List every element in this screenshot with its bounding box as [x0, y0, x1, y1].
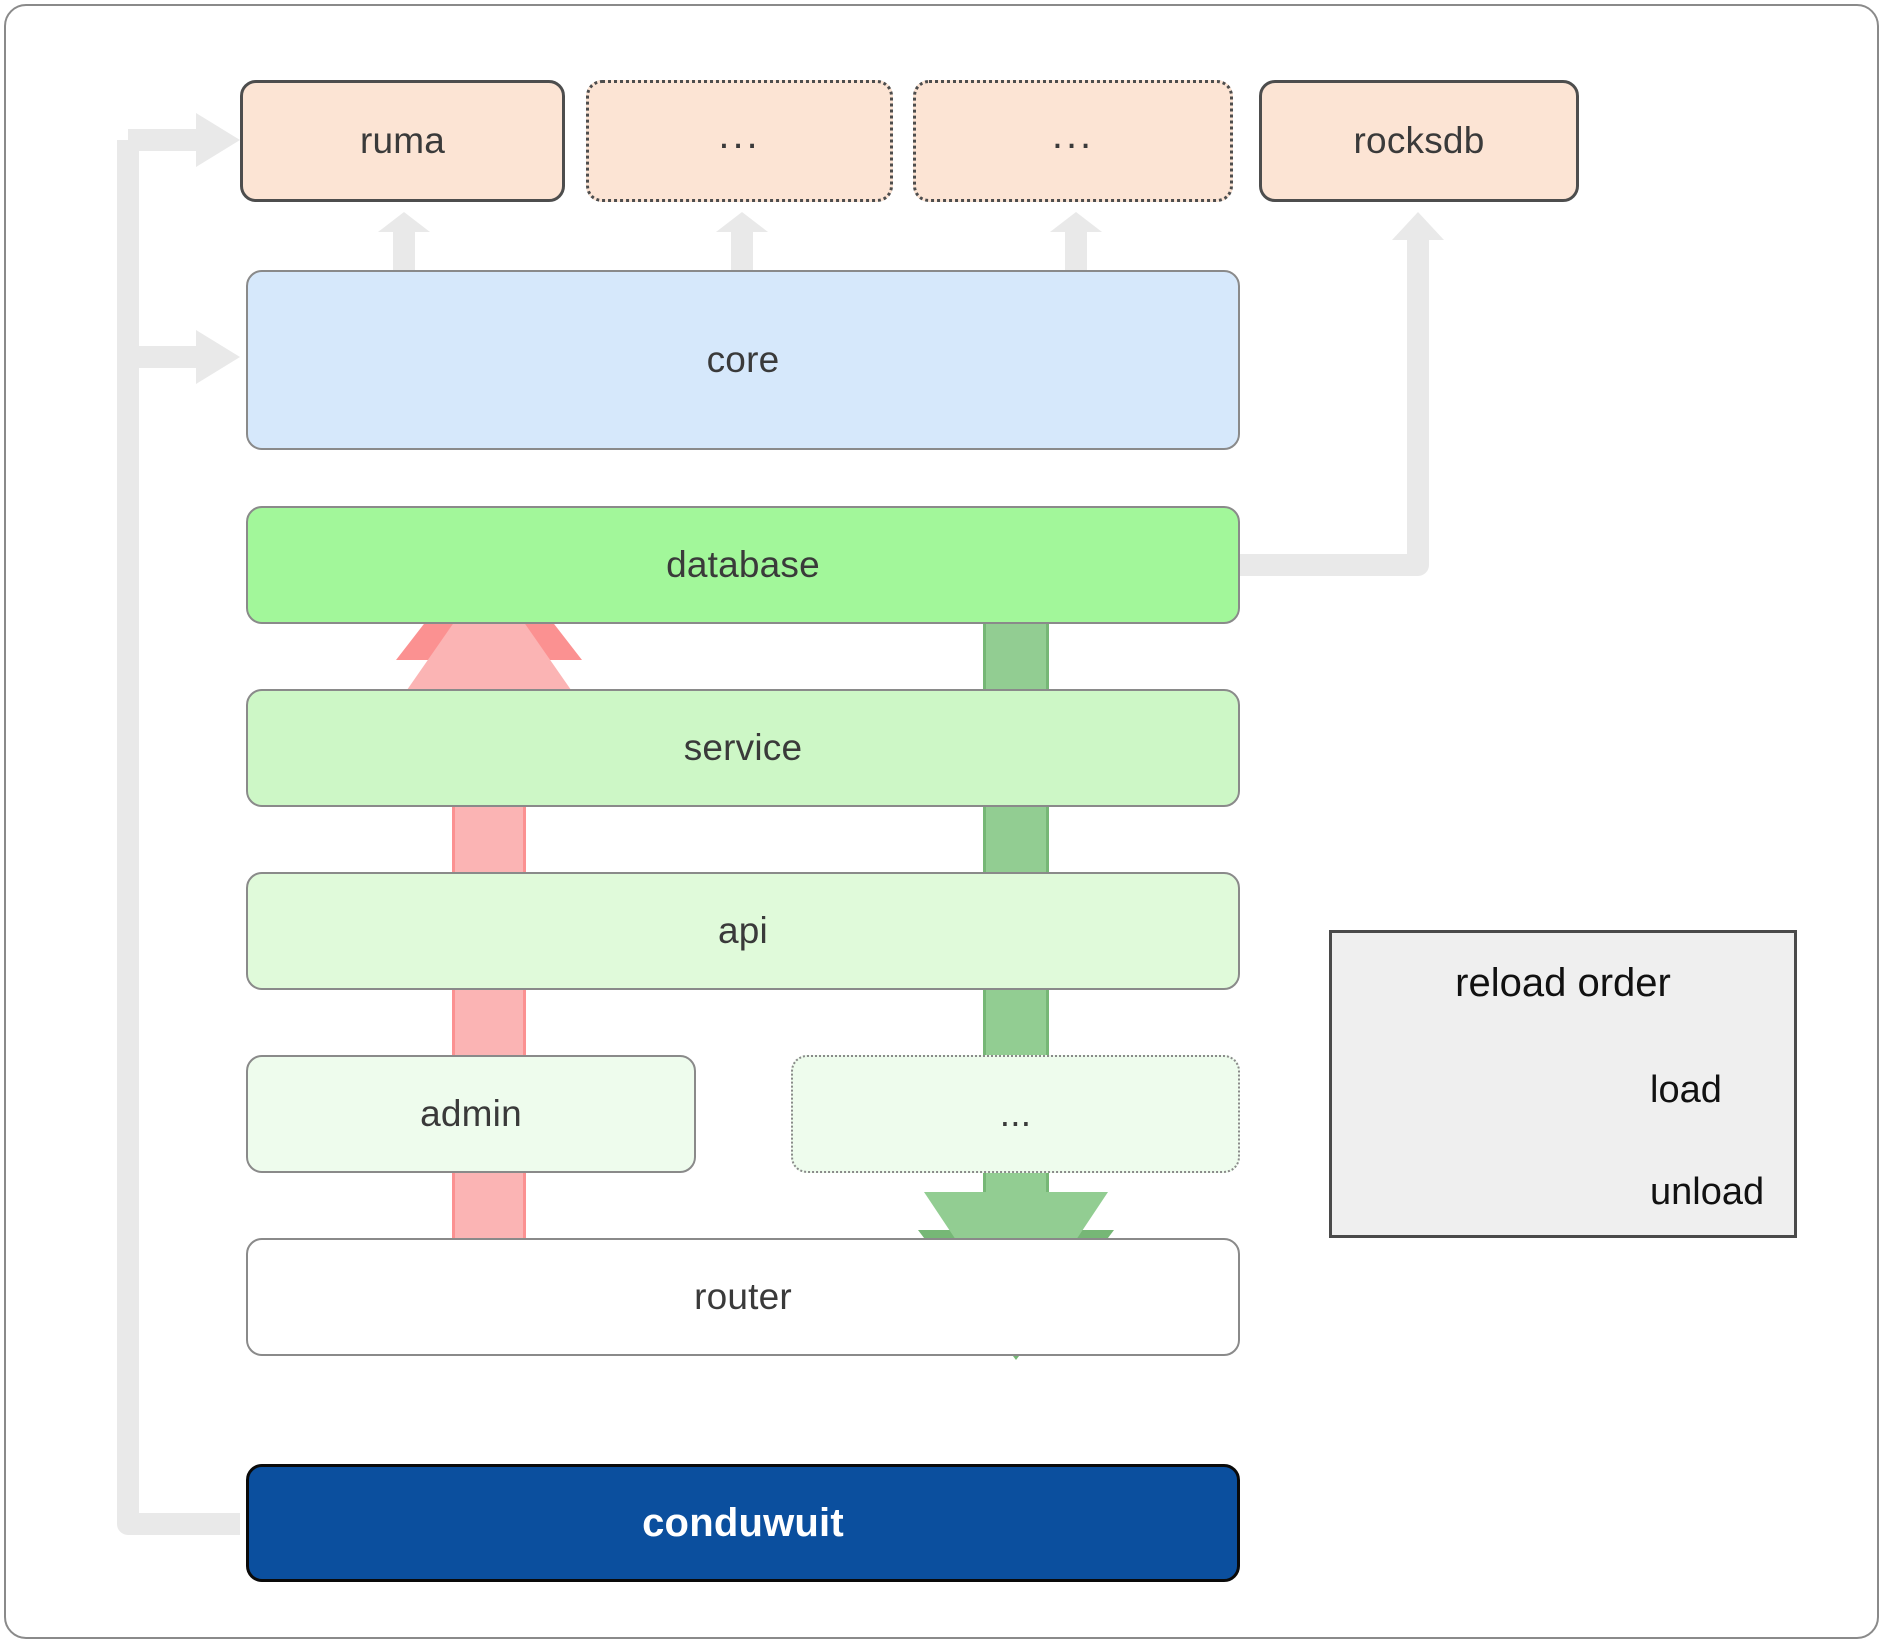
layer-box-database[interactable]: database [246, 506, 1240, 624]
legend-panel: reload order load unload [1329, 930, 1797, 1238]
layer-label: core [706, 339, 780, 380]
root-box-conduwuit[interactable]: conduwuit [246, 1464, 1240, 1582]
legend-label-unload: unload [1650, 1171, 1765, 1213]
dep-box-ellipsis-2[interactable]: ... [913, 80, 1233, 202]
dep-box-rocksdb[interactable]: rocksdb [1259, 80, 1579, 202]
layer-box-api[interactable]: api [246, 872, 1240, 990]
legend-row-load: load [1332, 1053, 1794, 1143]
layer-box-router[interactable]: router [246, 1238, 1240, 1356]
diagram-frame [4, 4, 1879, 1639]
dep-box-ellipsis-1[interactable]: ... [586, 80, 893, 202]
dep-box-ruma[interactable]: ruma [240, 80, 565, 202]
layer-label: api [718, 910, 768, 951]
dep-label: rocksdb [1353, 120, 1485, 161]
legend-title: reload order [1455, 961, 1671, 1005]
dep-label: ... [718, 113, 761, 157]
legend-label-load: load [1650, 1069, 1722, 1111]
layer-box-service[interactable]: service [246, 689, 1240, 807]
root-label: conduwuit [642, 1500, 844, 1545]
dep-label: ... [1051, 113, 1095, 157]
layer-label: service [683, 727, 803, 768]
layer-box-ellipsis[interactable]: ... [791, 1055, 1240, 1173]
dep-label: ruma [359, 120, 446, 161]
layer-label: admin [420, 1093, 522, 1134]
layer-label: router [694, 1276, 792, 1317]
legend-row-unload: unload [1332, 1155, 1794, 1245]
layer-box-core[interactable]: core [246, 270, 1240, 450]
layer-label: database [666, 544, 820, 585]
layer-box-admin[interactable]: admin [246, 1055, 696, 1173]
layer-label: ... [999, 1093, 1032, 1134]
